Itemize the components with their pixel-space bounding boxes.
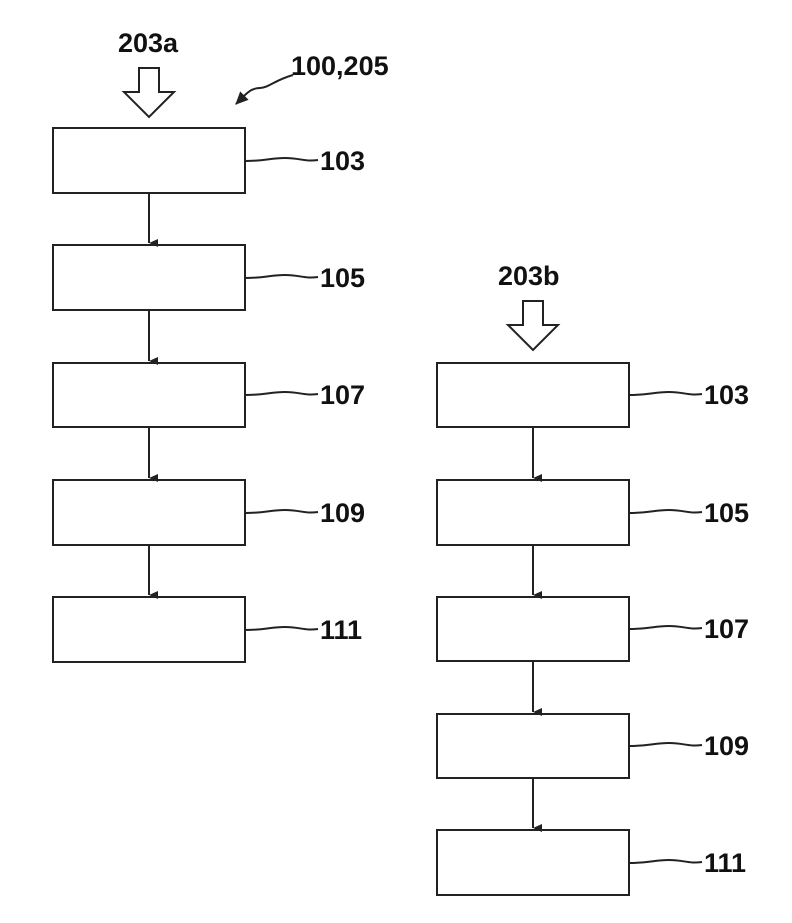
left-step-label-4: 109	[320, 498, 365, 528]
right-leader-2	[629, 510, 702, 513]
left-leader-4	[245, 510, 318, 513]
left-step-label-1: 103	[320, 146, 365, 176]
left-step-box-5	[53, 597, 245, 662]
left-leader-2	[245, 275, 318, 278]
right-leader-4	[629, 743, 702, 746]
right-step-box-4	[437, 714, 629, 778]
left-step-box-3	[53, 363, 245, 427]
right-step-box-1	[437, 363, 629, 427]
left-leader-3	[245, 392, 318, 395]
right-step-label-2: 105	[704, 498, 749, 528]
right-leader-3	[629, 626, 702, 629]
left-input-arrow	[124, 68, 174, 117]
right-input-arrow	[508, 301, 558, 350]
right-input-label: 203b	[498, 261, 560, 291]
left-step-box-1	[53, 128, 245, 193]
reference-pointer	[236, 75, 293, 104]
right-step-label-1: 103	[704, 380, 749, 410]
right-step-box-2	[437, 480, 629, 545]
right-step-label-3: 107	[704, 614, 749, 644]
left-step-box-4	[53, 480, 245, 545]
right-step-box-3	[437, 597, 629, 661]
left-step-label-2: 105	[320, 263, 365, 293]
left-step-label-5: 111	[320, 615, 362, 645]
left-step-box-2	[53, 245, 245, 310]
reference-label: 100,205	[291, 51, 389, 81]
right-step-box-5	[437, 830, 629, 895]
right-leader-5	[629, 860, 702, 863]
left-input-label: 203a	[118, 28, 179, 58]
left-leader-5	[245, 627, 318, 630]
right-step-label-4: 109	[704, 731, 749, 761]
left-leader-1	[245, 158, 318, 161]
right-leader-1	[629, 392, 702, 395]
right-step-label-5: 111	[704, 848, 746, 878]
left-step-label-3: 107	[320, 380, 365, 410]
